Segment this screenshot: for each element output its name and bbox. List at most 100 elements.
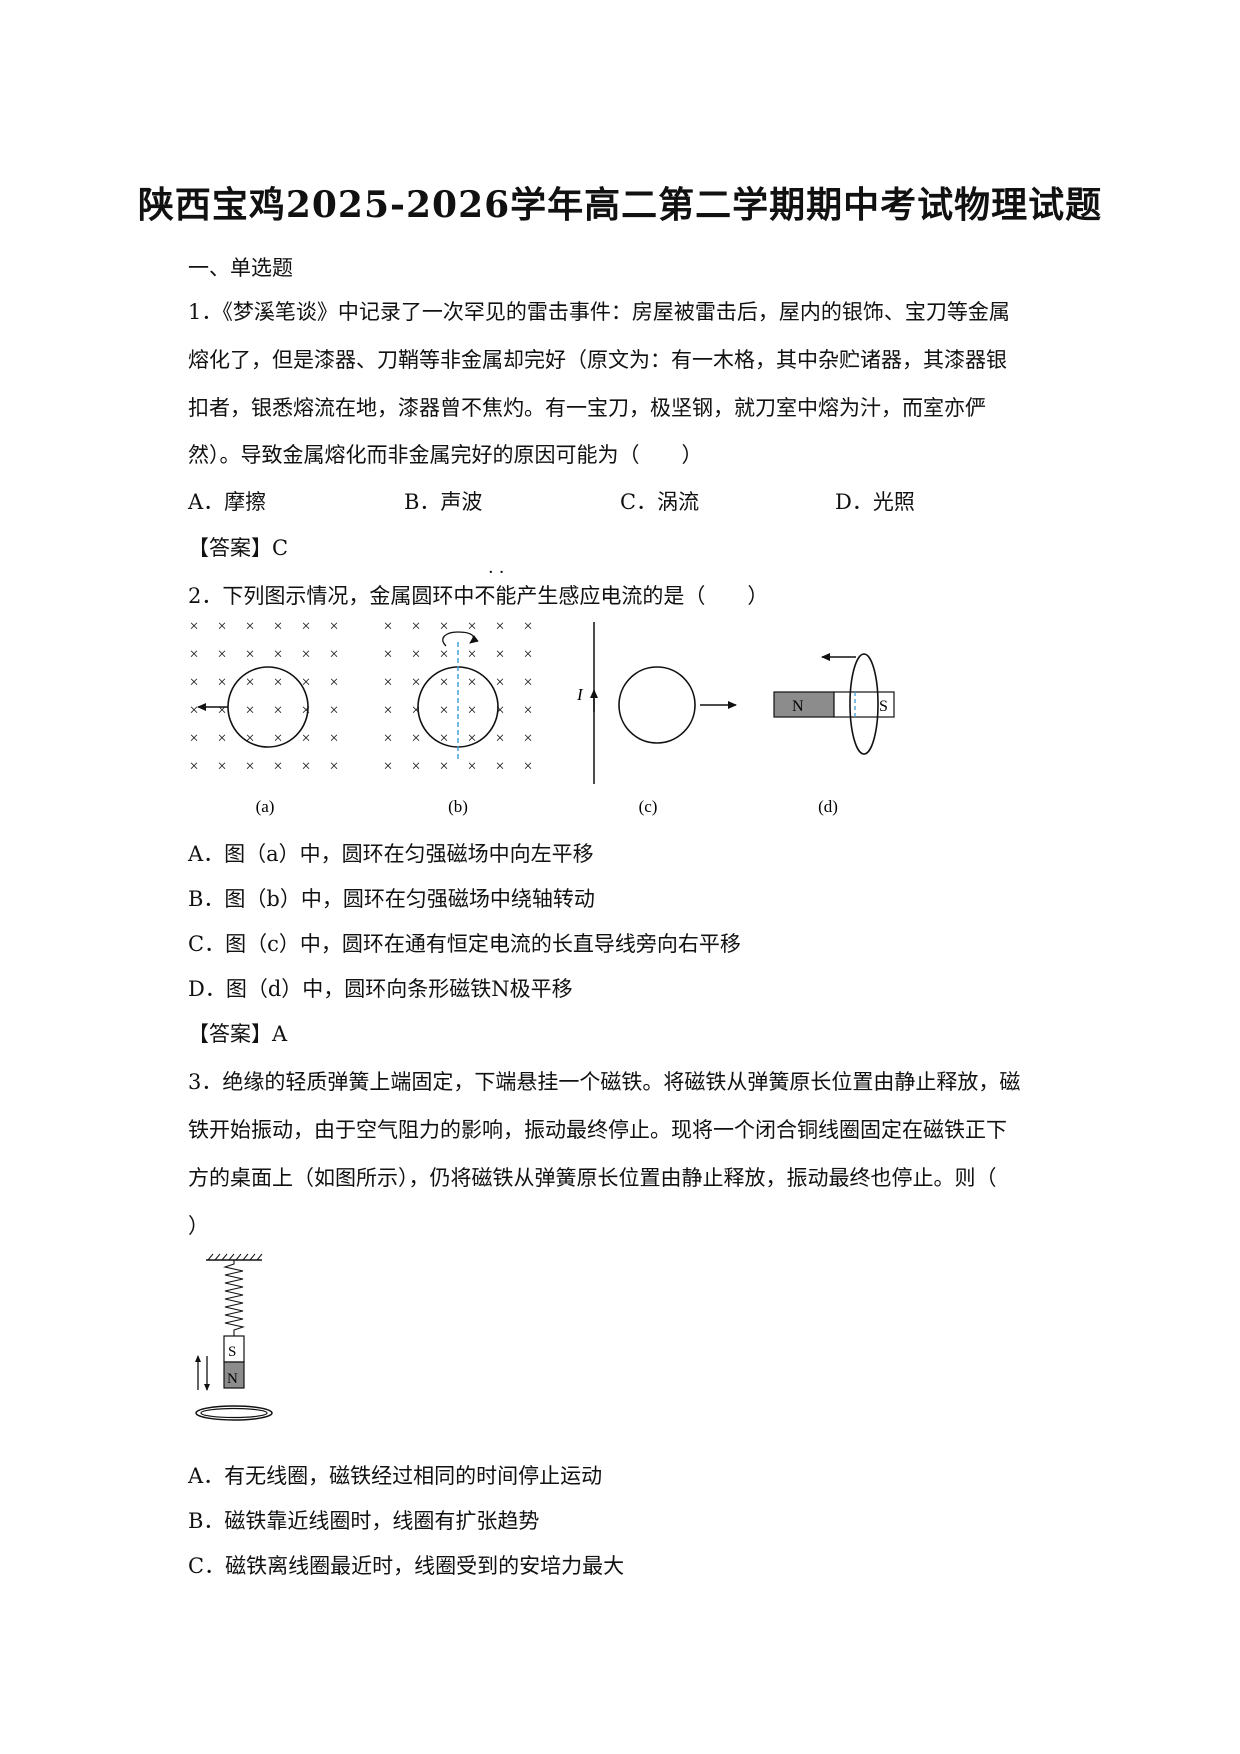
field-cross-mark: × — [523, 674, 532, 691]
field-cross-mark: × — [329, 758, 338, 775]
copper-coil-inner — [200, 1407, 268, 1419]
q1-answer: 【答案】C — [188, 536, 289, 560]
magnet-south-half — [833, 691, 895, 718]
field-cross-mark: × — [189, 758, 198, 775]
field-cross-mark: × — [439, 702, 448, 719]
field-cross-mark: × — [301, 618, 310, 635]
q1-line: 然）。导致金属熔化而非金属完好的原因可能为（ ） — [188, 443, 703, 467]
field-cross-mark: × — [217, 702, 226, 719]
caption-d: (d) — [818, 797, 838, 816]
q3-option-b: B．磁铁靠近线圈时，线圈有扩张趋势 — [188, 1509, 540, 1533]
field-cross-mark: × — [523, 618, 532, 635]
field-cross-mark: × — [439, 618, 448, 635]
field-cross-mark: × — [245, 702, 254, 719]
field-cross-mark: × — [217, 674, 226, 691]
q1-line: 1．《梦溪笔谈》中记录了一次罕见的雷击事件：房屋被雷击后，屋内的银饰、宝刀等金属 — [188, 300, 1010, 324]
caption-b: (b) — [448, 797, 468, 816]
q1-option-b: B．声波 — [404, 490, 483, 514]
field-cross-mark: × — [495, 702, 504, 719]
field-cross-mark: × — [329, 702, 338, 719]
field-cross-mark: × — [273, 646, 282, 663]
field-cross-mark: × — [495, 646, 504, 663]
field-cross-mark: × — [411, 646, 420, 663]
q3-option-a: A．有无线圈，磁铁经过相同的时间停止运动 — [188, 1464, 603, 1488]
section-heading: 一、单选题 — [188, 256, 293, 280]
magnet-bottom-half — [223, 1361, 245, 1389]
field-cross-mark: × — [383, 674, 392, 691]
ring-a — [227, 666, 309, 748]
field-cross-mark: × — [217, 618, 226, 635]
field-cross-mark: × — [439, 674, 448, 691]
emphasis-dots: ·· — [488, 562, 510, 583]
field-cross-mark: × — [495, 674, 504, 691]
field-cross-mark: × — [189, 702, 198, 719]
field-cross-mark: × — [301, 758, 310, 775]
field-cross-mark: × — [245, 618, 254, 635]
field-cross-mark: × — [467, 646, 476, 663]
field-cross-mark: × — [273, 618, 282, 635]
q2-option-b: B．图（b）中，圆环在匀强磁场中绕轴转动 — [188, 887, 595, 911]
q2-figure: ×××××××××××××××××××××××××××××××××××× (a)… — [189, 618, 895, 816]
field-cross-mark: × — [273, 730, 282, 747]
q2-option-c: C．图（c）中，圆环在通有恒定电流的长直导线旁向右平移 — [188, 932, 741, 956]
field-cross-mark: × — [301, 702, 310, 719]
field-cross-mark: × — [467, 618, 476, 635]
q1-option-a: A．摩擦 — [188, 490, 267, 514]
caption-c: (c) — [639, 797, 658, 816]
field-cross-mark: × — [439, 730, 448, 747]
field-cross-mark: × — [301, 646, 310, 663]
q2-stem: 2．下列图示情况，金属圆环中不能产生感应电流的是（ ） — [188, 584, 769, 608]
q1-option-c: C．涡流 — [620, 490, 700, 514]
q3-option-c: C．磁铁离线圈最近时，线圈受到的安培力最大 — [188, 1554, 625, 1578]
field-cross-mark: × — [523, 758, 532, 775]
field-cross-mark: × — [467, 730, 476, 747]
field-cross-mark: × — [411, 702, 420, 719]
field-cross-mark: × — [383, 618, 392, 635]
magnet-top-label: S — [228, 1344, 236, 1360]
magnet-bottom-label: N — [227, 1371, 238, 1387]
field-cross-mark: × — [189, 730, 198, 747]
magnet-north-half — [773, 691, 835, 718]
current-label: I — [576, 685, 584, 704]
field-cross-mark: × — [467, 674, 476, 691]
field-cross-mark: × — [245, 674, 254, 691]
field-cross-mark: × — [383, 758, 392, 775]
field-cross-mark: × — [329, 618, 338, 635]
field-cross-mark: × — [523, 702, 532, 719]
magnetic-field-a: ×××××××××××××××××××××××××××××××××××× — [189, 618, 338, 775]
field-cross-mark: × — [383, 730, 392, 747]
ring-d — [849, 653, 879, 755]
field-cross-mark: × — [301, 674, 310, 691]
field-cross-mark: × — [273, 758, 282, 775]
field-cross-mark: × — [189, 618, 198, 635]
field-cross-mark: × — [217, 758, 226, 775]
page-title: 陕西宝鸡2025-2026学年高二第二学期期中考试物理试题 — [137, 184, 1103, 226]
field-cross-mark: × — [189, 646, 198, 663]
spring — [222, 1260, 246, 1336]
q1-line: 熔化了，但是漆器、刀鞘等非金属却完好（原文为：有一木格，其中杂贮诸器，其漆器银 — [188, 348, 1007, 372]
field-cross-mark: × — [301, 730, 310, 747]
copper-coil-outer — [195, 1405, 273, 1421]
field-cross-mark: × — [523, 646, 532, 663]
field-cross-mark: × — [383, 702, 392, 719]
field-cross-mark: × — [273, 702, 282, 719]
field-cross-mark: × — [411, 730, 420, 747]
field-cross-mark: × — [411, 674, 420, 691]
field-cross-mark: × — [217, 646, 226, 663]
q3-line: ） — [188, 1214, 209, 1238]
q2-answer: 【答案】A — [188, 1022, 288, 1046]
field-cross-mark: × — [217, 730, 226, 747]
q3-line: 3．绝缘的轻质弹簧上端固定，下端悬挂一个磁铁。将磁铁从弹簧原长位置由静止释放，磁 — [188, 1070, 1021, 1094]
magnet-south-label: S — [879, 698, 888, 715]
magnetic-field-b: ×××××××××××××××××××××××××××××××××××× — [383, 618, 532, 775]
field-cross-mark: × — [329, 646, 338, 663]
q3-line: 方的桌面上（如图所示），仍将磁铁从弹簧原长位置由静止释放，振动最终也停止。则（ — [188, 1166, 997, 1190]
magnet-north-label: N — [792, 698, 804, 715]
field-cross-mark: × — [439, 758, 448, 775]
field-cross-mark: × — [329, 674, 338, 691]
field-cross-mark: × — [495, 758, 504, 775]
rotation-arrow-icon — [442, 631, 479, 647]
field-cross-mark: × — [245, 730, 254, 747]
field-cross-mark: × — [411, 618, 420, 635]
field-cross-mark: × — [411, 758, 420, 775]
